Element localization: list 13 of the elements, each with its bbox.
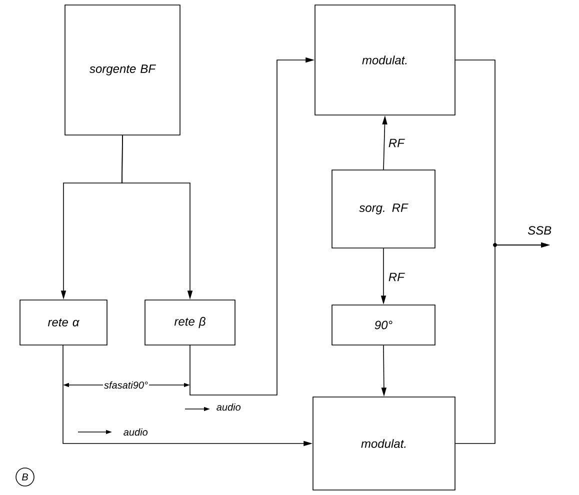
block-box: sorgente BF	[64, 4, 180, 136]
block-box: rete β	[144, 300, 236, 346]
edge-label: RF	[387, 272, 406, 282]
edge-label: RF	[387, 138, 406, 148]
block-box: modulat.	[314, 4, 456, 116]
block-box: sorg. RF	[332, 170, 436, 248]
figure-letter: B	[16, 468, 34, 486]
signal-label: audio	[216, 403, 241, 411]
output-label: SSB	[528, 226, 552, 235]
block-box: rete α	[20, 300, 108, 346]
signal-label: audio	[124, 428, 148, 436]
block-box: modulat.	[312, 396, 456, 490]
block-box: 90°	[332, 304, 436, 346]
